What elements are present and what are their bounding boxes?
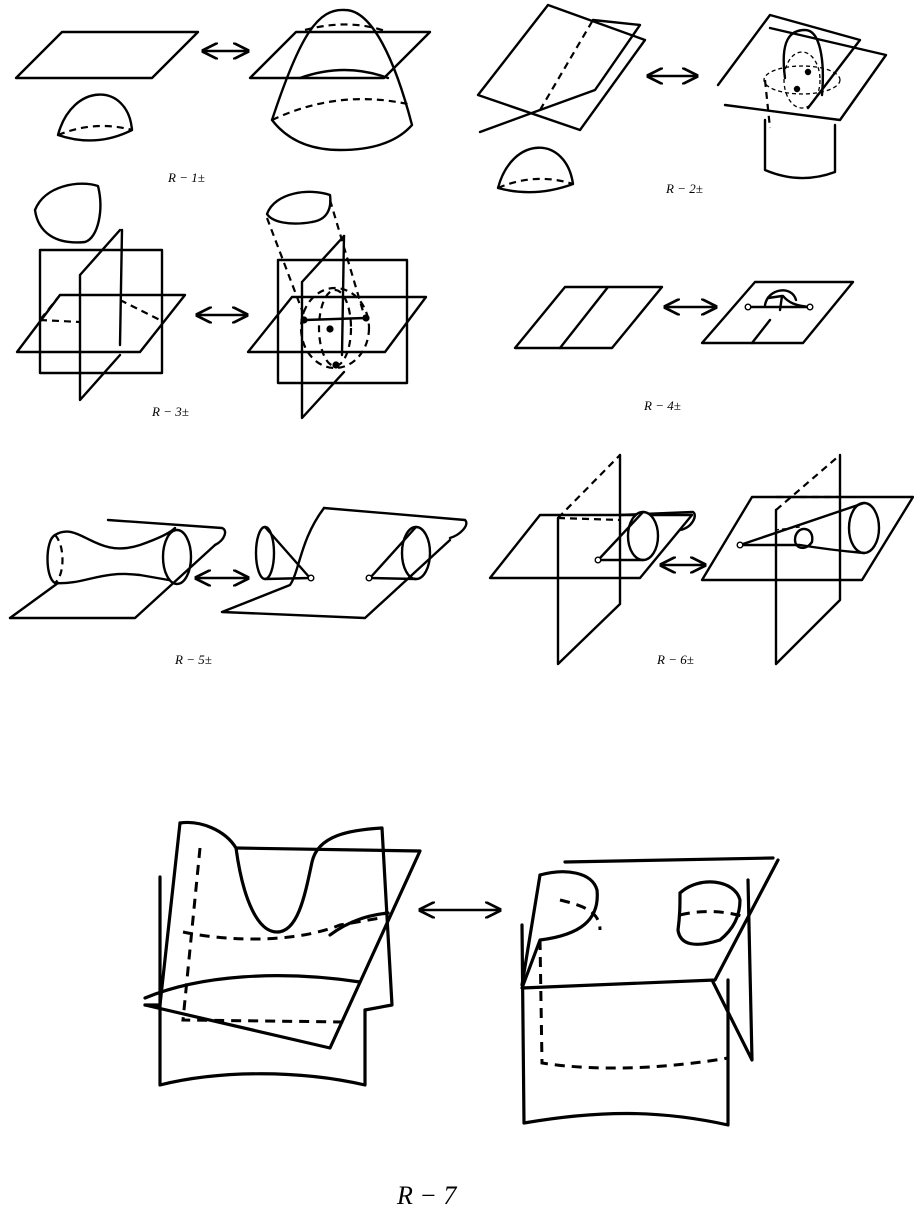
r7-right-configuration [522,858,778,1125]
move-r2: R − 2± [478,5,886,196]
caption-r2: R − 2± [665,181,703,196]
caption-r7: R − 7 [396,1181,457,1210]
r1-right-configuration [250,10,430,150]
r4-right-configuration [702,282,853,343]
r3-right-configuration [248,192,426,418]
caption-r1: R − 1± [167,170,205,185]
caption-r6: R − 6± [656,652,694,667]
r5-right-configuration [222,508,466,618]
r2-left-configuration [478,5,645,192]
move-r1: R − 1± [16,10,430,185]
caption-r4: R − 4± [643,398,681,413]
caption-r5: R − 5± [174,652,212,667]
move-r6: R − 6± [490,455,913,667]
r3-left-configuration [17,184,185,400]
r6-left-configuration [490,455,695,664]
move-r3: R − 3± [17,184,426,419]
move-r4: R − 4± [515,282,853,413]
r7-left-configuration [145,822,420,1085]
r2-right-configuration [718,15,886,178]
cap-surface [498,148,573,192]
cap-surface [267,192,330,224]
cap-surface [58,95,132,141]
r1-left-configuration [16,32,198,140]
cap-surface [35,184,100,243]
move-r5: R − 5± [10,508,466,667]
r6-right-configuration [702,455,913,664]
tube-end [849,503,879,553]
plane [515,287,662,348]
r4-left-configuration [515,287,662,348]
tube-end [163,530,191,584]
tube-end [628,512,658,560]
caption-r3: R − 3± [151,404,189,419]
plane [16,32,198,78]
r5-left-configuration [10,520,225,618]
move-r7: R − 7 [145,822,778,1210]
